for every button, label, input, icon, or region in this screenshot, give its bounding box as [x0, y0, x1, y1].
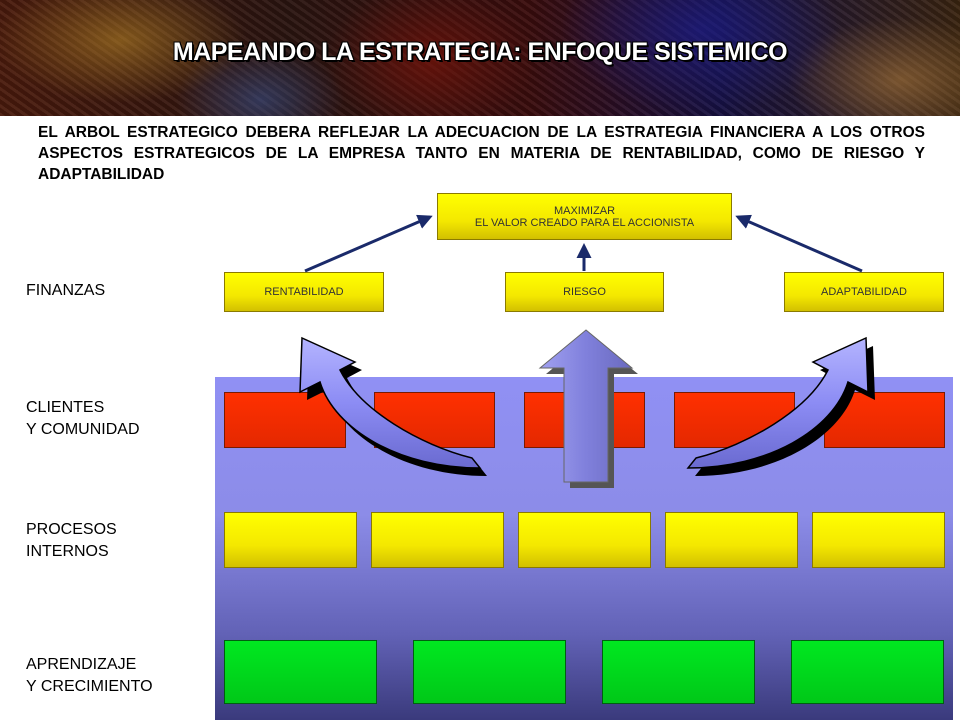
procesos-box	[665, 512, 798, 568]
row-label-line-2: Y COMUNIDAD	[26, 421, 140, 438]
aprendizaje-box	[413, 640, 566, 704]
connector-arrow-right	[735, 214, 863, 273]
finance-box-rentabilidad: RENTABILIDAD	[224, 272, 384, 312]
aprendizaje-box	[791, 640, 944, 704]
row-label-text: FINANZAS	[26, 282, 106, 299]
curved-arrow-right	[686, 336, 875, 476]
header-banner: MAPEANDO LA ESTRATEGIA: ENFOQUE SISTEMIC…	[0, 0, 960, 116]
row-label-line-1: CLIENTES	[26, 399, 105, 416]
clientes-box	[224, 392, 346, 448]
procesos-box	[518, 512, 651, 568]
finance-box-label: RIESGO	[563, 286, 606, 298]
finance-box-label: ADAPTABILIDAD	[821, 286, 907, 298]
finance-box-riesgo: RIESGO	[505, 272, 664, 312]
procesos-box	[371, 512, 504, 568]
row-label-line-2: INTERNOS	[26, 543, 109, 560]
up-arrow-center	[538, 329, 638, 488]
row-label-aprendizaje: APRENDIZAJE Y CRECIMIENTO	[26, 654, 153, 698]
page-title: MAPEANDO LA ESTRATEGIA: ENFOQUE SISTEMIC…	[172, 38, 788, 66]
row-label-finanzas: FINANZAS	[26, 280, 105, 302]
procesos-box	[224, 512, 357, 568]
row-label-procesos: PROCESOS INTERNOS	[26, 519, 117, 563]
row-label-line-1: APRENDIZAJE	[26, 656, 137, 673]
intro-text: EL ARBOL ESTRATEGICO DEBERA REFLEJAR LA …	[38, 124, 925, 183]
goal-line-1: MAXIMIZAR	[553, 204, 616, 217]
row-label-line-1: PROCESOS	[26, 521, 117, 538]
finance-box-label: RENTABILIDAD	[264, 286, 344, 298]
aprendizaje-box	[602, 640, 755, 704]
row-label-line-2: Y CRECIMIENTO	[26, 678, 153, 695]
curved-arrow-left	[299, 336, 487, 476]
goal-box: MAXIMIZAR EL VALOR CREADO PARA EL ACCION…	[437, 193, 732, 240]
connector-arrow-left	[304, 214, 433, 273]
goal-line-2: EL VALOR CREADO PARA EL ACCIONISTA	[474, 216, 695, 229]
row-label-clientes: CLIENTES Y COMUNIDAD	[26, 397, 140, 441]
aprendizaje-box	[224, 640, 377, 704]
procesos-box	[812, 512, 945, 568]
finance-box-adaptabilidad: ADAPTABILIDAD	[784, 272, 944, 312]
